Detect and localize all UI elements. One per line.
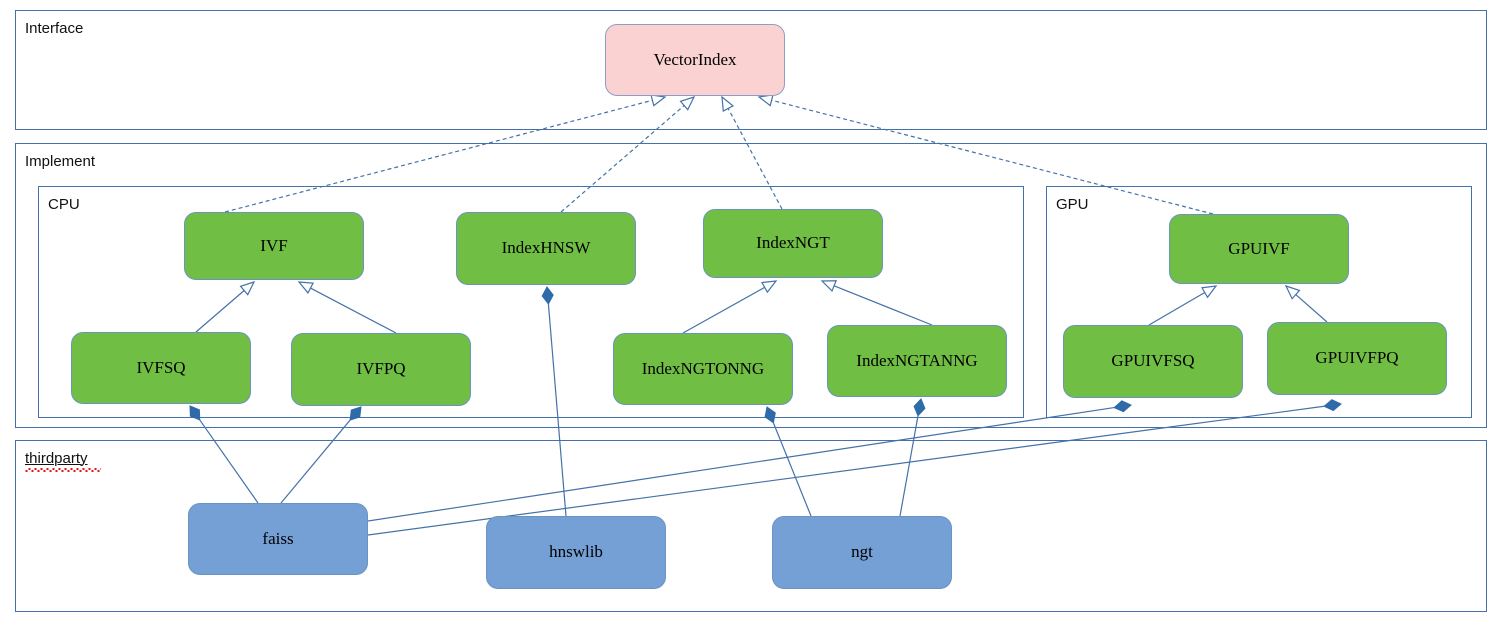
node-label-indexngt: IndexNGT bbox=[756, 233, 830, 253]
node-indexngtonng[interactable]: IndexNGTONNG bbox=[613, 333, 793, 405]
node-label-ivfpq: IVFPQ bbox=[356, 359, 406, 379]
group-label-cpu: CPU bbox=[48, 196, 80, 213]
spellcheck-underline-thirdparty bbox=[25, 468, 101, 472]
node-gpuivfpq[interactable]: GPUIVFPQ bbox=[1267, 322, 1447, 395]
node-label-indexngtanng: IndexNGTANNG bbox=[856, 350, 978, 370]
node-indexngt[interactable]: IndexNGT bbox=[703, 209, 883, 278]
node-ivf[interactable]: IVF bbox=[184, 212, 364, 280]
node-label-faiss: faiss bbox=[262, 528, 294, 548]
node-indexhnsw[interactable]: IndexHNSW bbox=[456, 212, 636, 285]
node-label-hnswlib: hnswlib bbox=[549, 542, 603, 562]
node-label-indexngtonng: IndexNGTONNG bbox=[641, 358, 765, 378]
node-faiss[interactable]: faiss bbox=[188, 503, 368, 575]
node-ivfpq[interactable]: IVFPQ bbox=[291, 333, 471, 406]
node-label-ivfsq: IVFSQ bbox=[136, 357, 186, 377]
group-label-implement: Implement bbox=[25, 153, 96, 170]
node-label-gpuivfsq: GPUIVFSQ bbox=[1111, 351, 1195, 371]
group-label-gpu: GPU bbox=[1056, 196, 1089, 213]
group-label-interface: Interface bbox=[25, 20, 84, 37]
node-gpuivfsq[interactable]: GPUIVFSQ bbox=[1063, 325, 1243, 398]
node-label-ivf: IVF bbox=[260, 235, 288, 255]
node-label-gpuivf: GPUIVF bbox=[1228, 238, 1290, 258]
node-hnswlib[interactable]: hnswlib bbox=[486, 516, 666, 589]
node-indexngtanng[interactable]: IndexNGTANNG bbox=[827, 325, 1007, 397]
group-label-thirdparty: thirdparty bbox=[25, 450, 88, 467]
node-label-indexhnsw: IndexHNSW bbox=[501, 238, 591, 258]
node-ngt[interactable]: ngt bbox=[772, 516, 952, 589]
node-ivfsq[interactable]: IVFSQ bbox=[71, 332, 251, 404]
node-label-ngt: ngt bbox=[851, 542, 873, 562]
node-label-gpuivfpq: GPUIVFPQ bbox=[1315, 348, 1399, 368]
node-gpuivf[interactable]: GPUIVF bbox=[1169, 214, 1349, 284]
node-vectorindex[interactable]: VectorIndex bbox=[605, 24, 785, 96]
node-label-vectorindex: VectorIndex bbox=[653, 49, 737, 69]
